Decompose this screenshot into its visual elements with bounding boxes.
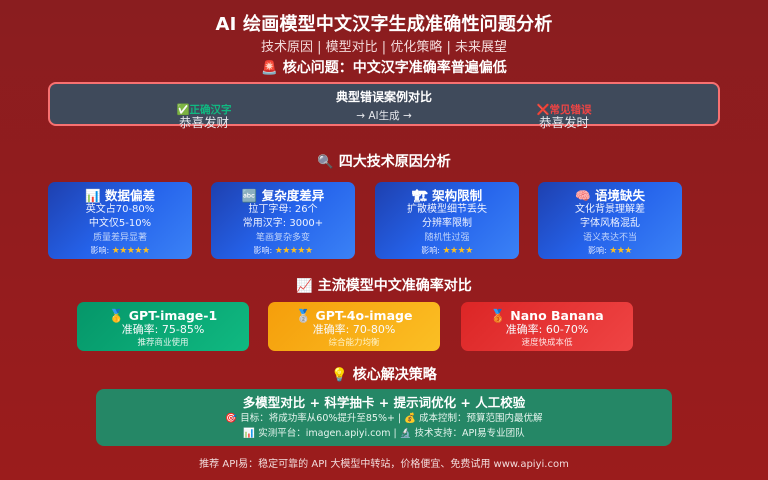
siren-icon: 🚨 bbox=[261, 61, 278, 76]
star-icon: ★★★★★ bbox=[274, 246, 313, 256]
model-card-gpt-image-1: 🥇 GPT-image-1 准确率: 75-85% 推荐商业使用 bbox=[77, 302, 249, 351]
model-card-nano-banana: 🥉 Nano Banana 准确率: 60-70% 速度快成本低 bbox=[461, 302, 633, 351]
star-icon: ★★★★★ bbox=[111, 246, 150, 256]
core-problem-heading: 🚨 核心问题：中文汉字准确率普遍偏低 bbox=[0, 57, 768, 77]
impact-rating: 影响: ★★★ bbox=[588, 246, 632, 256]
bar-chart-icon: 📊 bbox=[85, 188, 101, 203]
trend-chart-icon: 📈 bbox=[296, 279, 313, 294]
star-icon: ★★★ bbox=[609, 246, 632, 256]
model-card-gpt-4o-image: 🥈 GPT-4o-image 准确率: 70-80% 综合能力均衡 bbox=[268, 302, 440, 351]
accuracy-value: 准确率: 75-85% bbox=[121, 323, 205, 336]
abc-icon: 🔤 bbox=[241, 188, 258, 203]
correct-label: ✅正确汉字 bbox=[176, 104, 232, 116]
models-section-title: 📈 主流模型中文准确率对比 bbox=[296, 278, 472, 294]
gold-medal-icon: 🥇 bbox=[108, 308, 125, 323]
wrong-label: ❌常见错误 bbox=[536, 104, 592, 116]
lightbulb-icon: 💡 bbox=[331, 368, 348, 383]
brain-icon: 🧠 bbox=[575, 188, 591, 203]
strategy-goal-line: 🎯 目标：将成功率从60%提升至85%+ | 💰 成本控制：预算范围内最优解 bbox=[225, 413, 543, 424]
impact-rating: 影响: ★★★★★ bbox=[90, 246, 150, 256]
reason-card-data-bias: 📊 数据偏差 英文占70-80% 中文仅5-10% 质量差异显著 影响: ★★★… bbox=[48, 182, 192, 259]
strategy-section-title: 💡 核心解决策略 bbox=[331, 367, 437, 383]
bronze-medal-icon: 🥉 bbox=[490, 308, 506, 323]
reasons-section-title: 🔍 四大技术原因分析 bbox=[317, 154, 451, 170]
reason-card-complexity: 🔤 复杂度差异 拉丁字母: 26个 常用汉字: 3000+ 笔画复杂多变 影响:… bbox=[211, 182, 355, 259]
strategy-box: 多模型对比 + 科学抽卡 + 提示词优化 + 人工校验 🎯 目标：将成功率从60… bbox=[96, 389, 672, 446]
accuracy-value: 准确率: 70-80% bbox=[312, 323, 396, 336]
magnifier-icon: 🔍 bbox=[317, 155, 334, 170]
correct-example: ✅正确汉字 恭喜发财 bbox=[134, 104, 274, 130]
correct-value: 恭喜发财 bbox=[178, 115, 229, 130]
error-case-title: 典型错误案例对比 bbox=[335, 90, 432, 104]
reason-card-context: 🧠 语境缺失 文化背景理解差 字体风格混乱 语义表达不当 影响: ★★★ bbox=[538, 182, 682, 259]
strategy-main: 多模型对比 + 科学抽卡 + 提示词优化 + 人工校验 bbox=[242, 395, 526, 410]
star-icon: ★★★★ bbox=[442, 246, 473, 256]
page-title: AI 绘画模型中文汉字生成准确性问题分析 bbox=[215, 14, 553, 35]
silver-medal-icon: 🥈 bbox=[295, 308, 312, 323]
wrong-example: ❌常见错误 恭喜发时 bbox=[494, 104, 634, 130]
impact-rating: 影响: ★★★★★ bbox=[253, 246, 313, 256]
wrong-value: 恭喜发时 bbox=[538, 115, 589, 130]
error-case-box: 典型错误案例对比 ✅正确汉字 恭喜发财 → AI生成 → ❌常见错误 恭喜发时 bbox=[48, 82, 720, 130]
check-icon: ✅ bbox=[176, 104, 190, 116]
impact-rating: 影响: ★★★★ bbox=[421, 246, 473, 256]
strategy-platform-line: 📊 实测平台：imagen.apiyi.com | 🔬 技术支持：API易专业团… bbox=[243, 428, 525, 439]
ai-generate-arrow: → AI生成 → bbox=[356, 110, 412, 122]
footer-recommendation: 推荐 API易：稳定可靠的 API 大模型中转站，价格便宜、免费试用 www.a… bbox=[199, 459, 569, 470]
construction-icon: 🏗 bbox=[411, 188, 428, 203]
reason-card-architecture: 🏗 架构限制 扩散模型细节丢失 分辨率限制 随机性过强 影响: ★★★★ bbox=[375, 182, 519, 259]
cross-icon: ❌ bbox=[536, 104, 550, 116]
core-problem-text: 核心问题：中文汉字准确率普遍偏低 bbox=[282, 60, 507, 76]
page-subtitle: 技术原因 | 模型对比 | 优化策略 | 未来展望 bbox=[261, 40, 507, 55]
accuracy-value: 准确率: 60-70% bbox=[505, 323, 589, 336]
